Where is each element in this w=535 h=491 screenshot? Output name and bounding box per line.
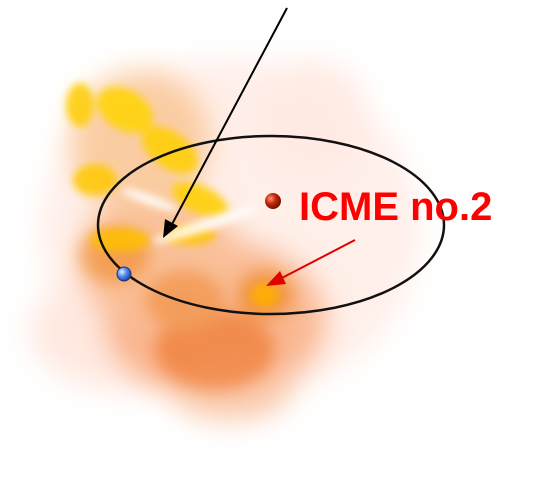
icme-density-cloud (30, 60, 420, 420)
blue-sphere-icon (116, 266, 132, 282)
label-arrow (266, 239, 356, 286)
red-sphere-icon (265, 193, 281, 209)
pointer-arrow (163, 7, 288, 238)
icme-label: ICME no.2 (299, 185, 492, 229)
orbit-ellipse (96, 134, 446, 316)
